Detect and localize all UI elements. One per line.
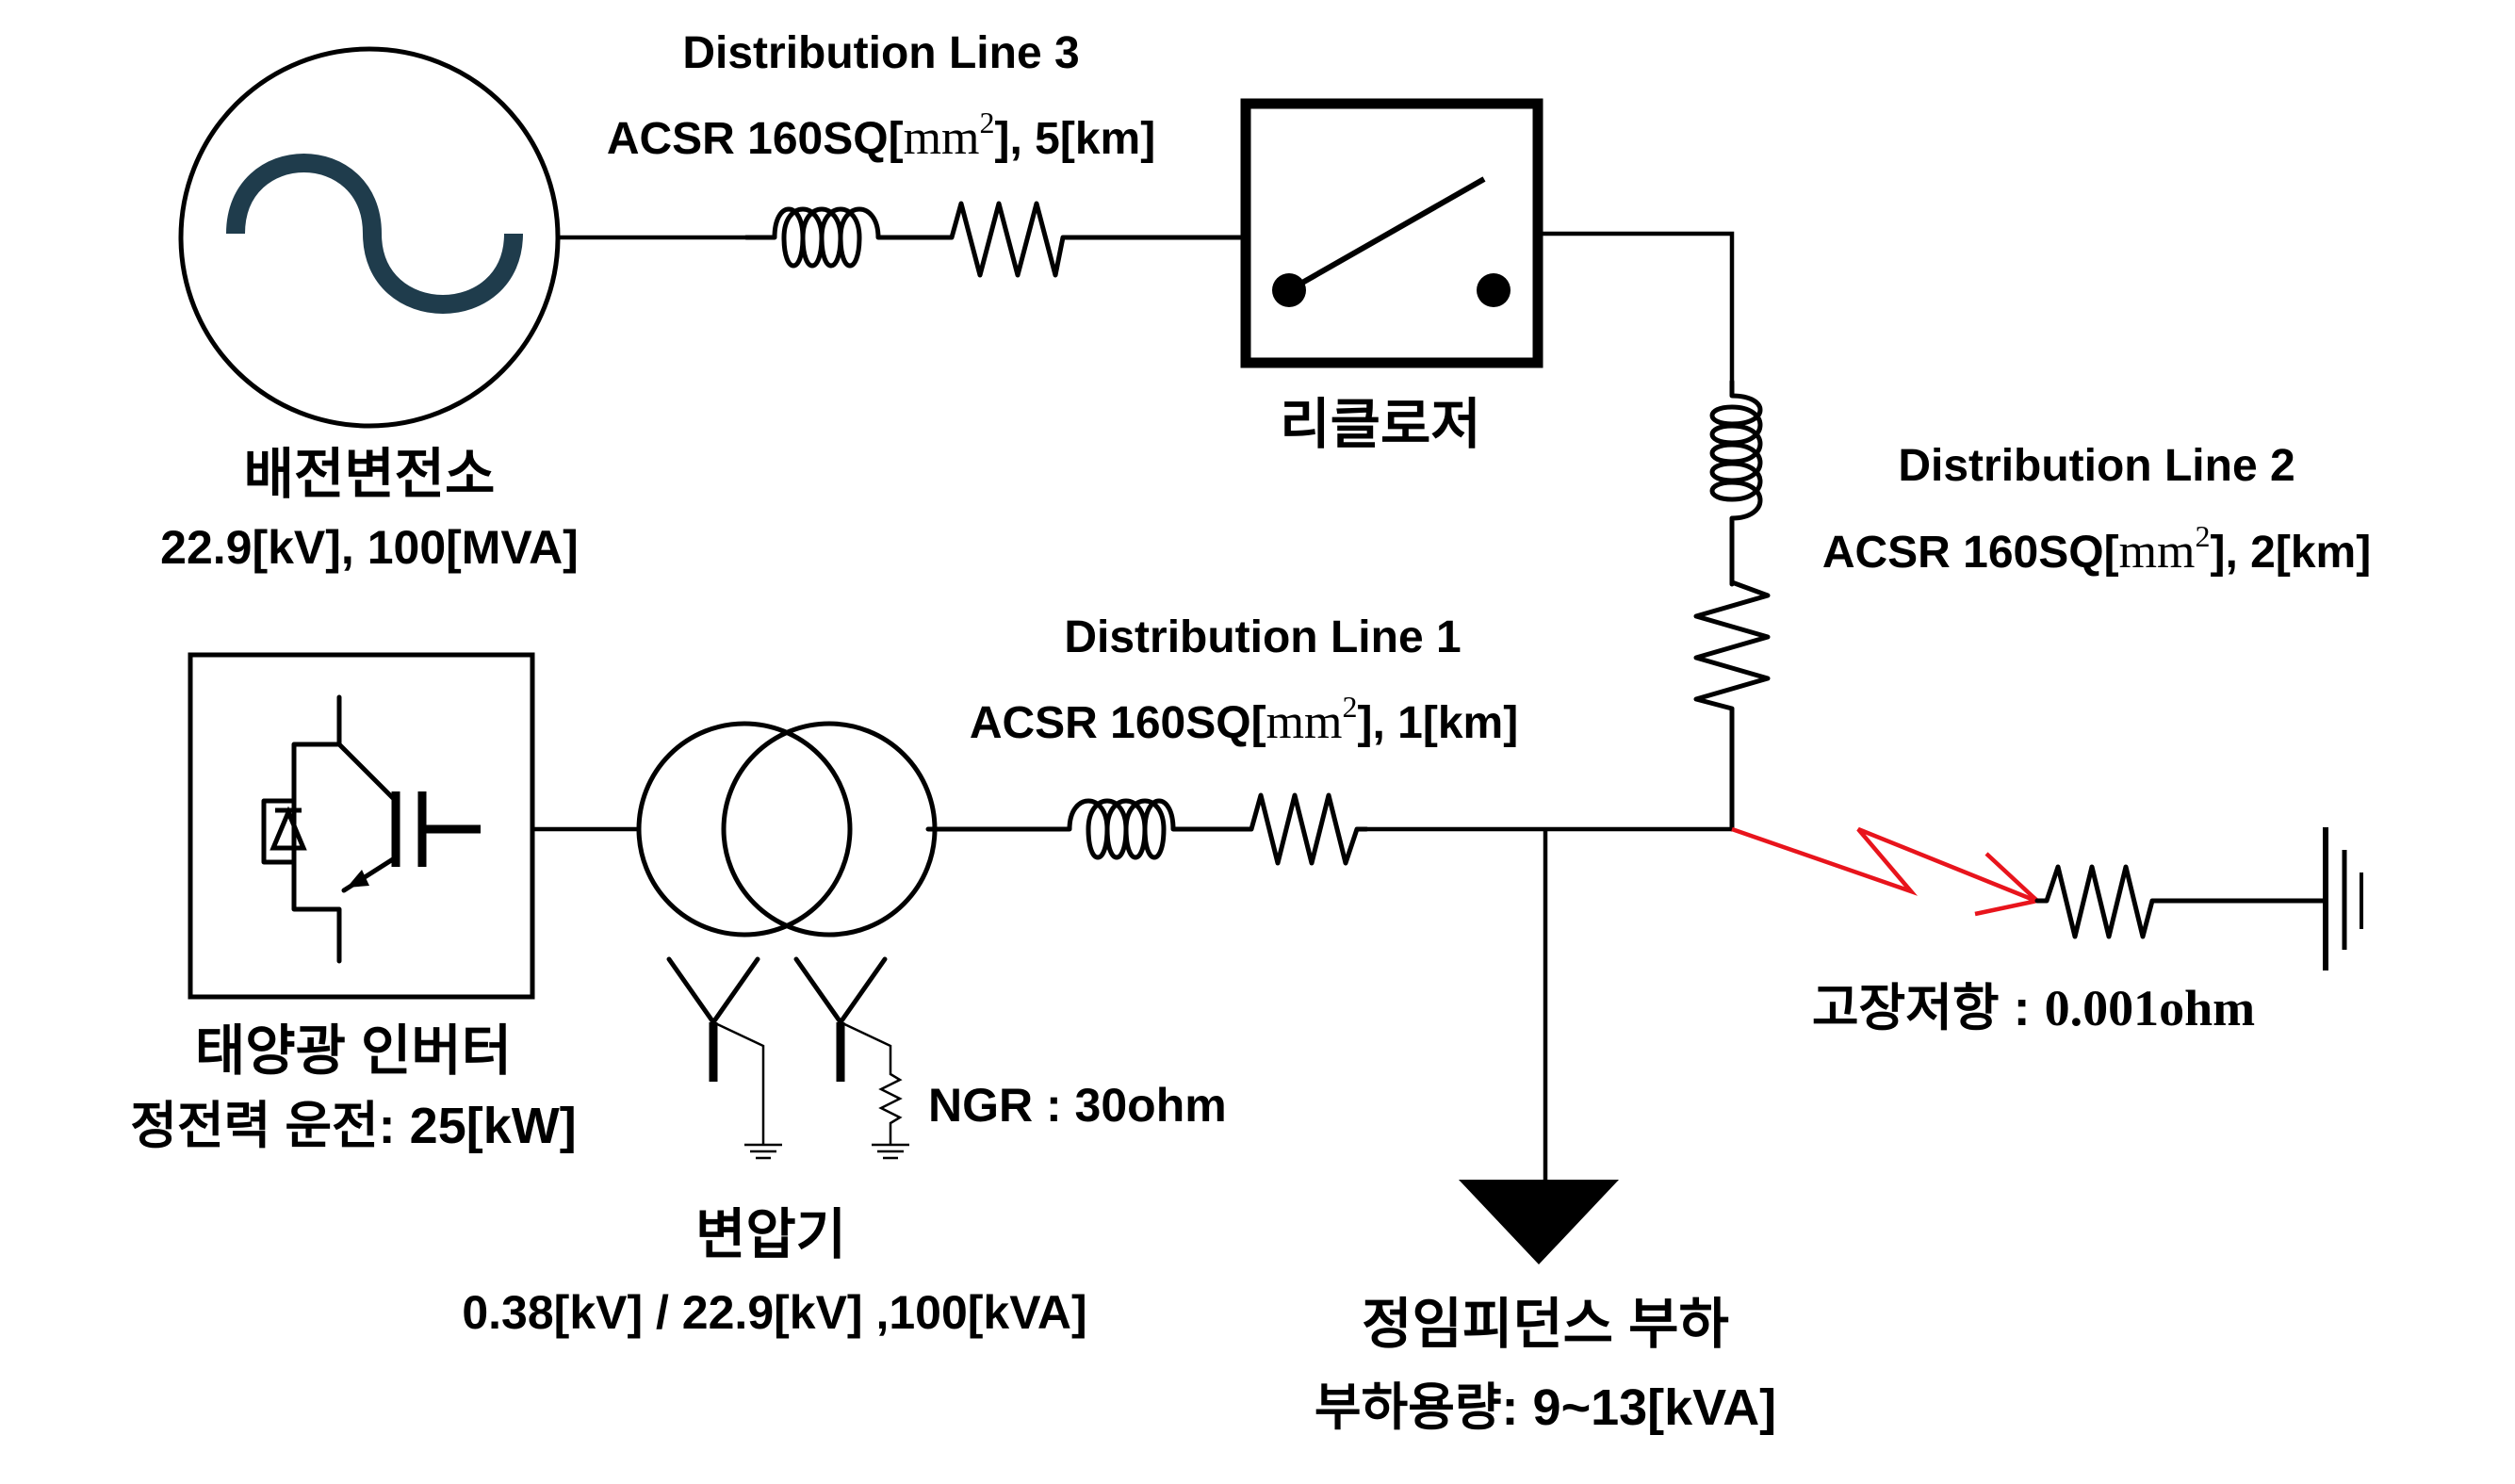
inverter-mode: 정전력 운전: 25[kW] — [130, 1098, 576, 1154]
inverter-name: 태양광 인버터 — [195, 1020, 512, 1082]
line1-title: Distribution Line 1 — [1064, 612, 1461, 662]
transformer-rating: 0.38[kV] / 22.9[kV] ,100[kVA] — [462, 1286, 1086, 1339]
line3-spec: ACSR 160SQ[mm2], 5[km] — [607, 106, 1155, 165]
load-triangle-icon — [1459, 1180, 1619, 1264]
line3-resistor-icon — [939, 201, 1247, 278]
line2-spec: ACSR 160SQ[mm2], 2[km] — [1822, 519, 2371, 579]
line3-title: Distribution Line 3 — [682, 28, 1079, 78]
transformer-name: 변압기 — [695, 1204, 846, 1265]
load-capacity: 부하용량: 9~13[kVA] — [1315, 1379, 1776, 1436]
recloser-icon — [1240, 98, 1543, 368]
substation-rating: 22.9[kV], 100[MVA] — [160, 521, 579, 574]
fault-arrow-icon — [1731, 826, 2034, 903]
wye-grounded-icon — [666, 956, 782, 1160]
ngr-label: NGR : 30ohm — [928, 1079, 1227, 1132]
inverter-icon — [188, 652, 535, 1000]
line1-inductor-icon — [925, 798, 1200, 860]
line1-resistor-icon — [1194, 792, 1369, 866]
line2-inductor-icon — [1709, 379, 1763, 587]
wye-ngr-icon — [793, 956, 909, 1160]
recloser-name: 리클로저 — [1280, 394, 1480, 455]
line3-inductor-icon — [743, 206, 945, 269]
substation-name: 배전변전소 — [244, 444, 496, 505]
fault-arrowhead-icon — [1974, 852, 2042, 917]
substation-source-icon — [178, 46, 561, 429]
fault-resistor-icon — [2034, 864, 2328, 939]
load-name: 정임피던스 부하 — [1362, 1294, 1729, 1355]
line1-spec: ACSR 160SQ[mm2], 1[km] — [970, 690, 1518, 749]
line2-resistor-icon — [1693, 563, 1771, 832]
fault-ground-icon — [2323, 827, 2363, 970]
transformer-icon — [636, 721, 938, 938]
fault-resistance-label: 고장저항 : 0.001ohm — [1812, 980, 2255, 1036]
line2-title: Distribution Line 2 — [1898, 441, 2295, 491]
wire-recloser-line2 — [1538, 231, 1735, 382]
